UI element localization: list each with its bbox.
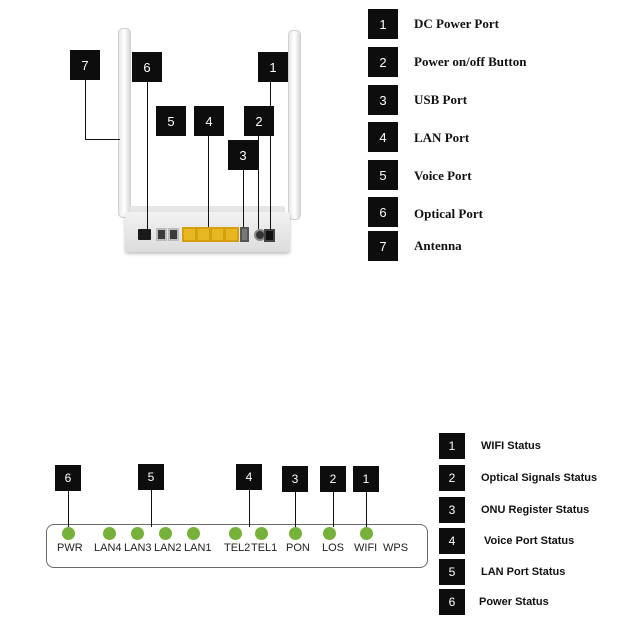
callout-box: 1 bbox=[258, 52, 288, 82]
callout-box: 6 bbox=[55, 465, 81, 491]
leader-line bbox=[68, 491, 69, 527]
legend-label: Voice Port bbox=[414, 168, 472, 183]
led-lan4 bbox=[103, 527, 116, 540]
led-tel2 bbox=[229, 527, 242, 540]
led-label-wifi: WIFI bbox=[354, 542, 378, 554]
legend-number: 6 bbox=[439, 589, 465, 615]
callout-box: 2 bbox=[320, 466, 346, 492]
legend-number: 3 bbox=[368, 85, 398, 115]
lan-port-4 bbox=[224, 227, 239, 242]
voice-port-2 bbox=[168, 228, 179, 241]
led-pon bbox=[289, 527, 302, 540]
led-label-lan4: LAN4 bbox=[94, 542, 122, 554]
leader-line bbox=[147, 82, 148, 230]
lan-port-3 bbox=[210, 227, 225, 242]
legend-label: Power Status bbox=[479, 596, 549, 608]
led-label-tel2: TEL2 bbox=[224, 542, 251, 554]
leader-line bbox=[270, 82, 271, 230]
legend-number: 1 bbox=[368, 9, 398, 39]
led-lan3 bbox=[131, 527, 144, 540]
legend-label: USB Port bbox=[414, 92, 468, 107]
legend-number: 7 bbox=[368, 231, 398, 261]
legend-number: 2 bbox=[368, 47, 398, 77]
callout-box: 1 bbox=[353, 466, 379, 492]
leader-line bbox=[258, 136, 259, 229]
led-tel1 bbox=[255, 527, 268, 540]
callout-box: 5 bbox=[156, 106, 186, 136]
leader-line bbox=[208, 136, 209, 227]
led-pwr bbox=[62, 527, 75, 540]
callout-box: 3 bbox=[282, 466, 308, 492]
usb-port bbox=[240, 227, 249, 242]
legend-label: WIFI Status bbox=[481, 440, 541, 452]
led-label-pon: PON bbox=[286, 542, 310, 554]
legend-label: LAN Port Status bbox=[481, 566, 566, 578]
led-wifi-wps bbox=[360, 527, 373, 540]
leader-line bbox=[366, 492, 367, 527]
legend-label: LAN Port bbox=[414, 130, 470, 145]
legend-label: Voice Port Status bbox=[484, 535, 575, 547]
legend-number: 5 bbox=[368, 160, 398, 190]
leader-line bbox=[333, 492, 334, 527]
led-label-lan3: LAN3 bbox=[124, 542, 152, 554]
callout-box: 4 bbox=[194, 106, 224, 136]
legend-number: 3 bbox=[439, 497, 465, 523]
legend-number: 5 bbox=[439, 559, 465, 585]
legend-label: Optical Signals Status bbox=[481, 472, 598, 484]
voice-port-1 bbox=[156, 228, 167, 241]
dc-power-port bbox=[264, 229, 275, 242]
led-label-lan1: LAN1 bbox=[184, 542, 212, 554]
callout-box: 4 bbox=[236, 464, 262, 490]
leader-line bbox=[85, 139, 120, 140]
led-label-lan2: LAN2 bbox=[154, 542, 182, 554]
callout-box: 5 bbox=[138, 464, 164, 490]
leader-line bbox=[295, 492, 296, 527]
led-label-pwr: PWR bbox=[57, 542, 83, 554]
right-antenna bbox=[288, 30, 301, 220]
optical-port bbox=[138, 229, 151, 240]
lan-port-2 bbox=[196, 227, 211, 242]
legend-label: Optical Port bbox=[414, 206, 483, 221]
leader-line bbox=[243, 170, 244, 227]
left-antenna bbox=[118, 28, 131, 218]
callout-box: 3 bbox=[228, 140, 258, 170]
led-lan1 bbox=[187, 527, 200, 540]
legend-number: 2 bbox=[439, 465, 465, 491]
legend-number: 6 bbox=[368, 197, 398, 227]
legend-label: Antenna bbox=[414, 238, 462, 253]
lan-port-1 bbox=[182, 227, 197, 242]
legend-label: ONU Register Status bbox=[481, 504, 590, 516]
legend-number: 4 bbox=[439, 528, 465, 554]
led-label-wps: WPS bbox=[383, 542, 409, 554]
led-los bbox=[323, 527, 336, 540]
router-top-surface bbox=[130, 206, 285, 216]
leader-line bbox=[85, 80, 86, 140]
led-lan2 bbox=[159, 527, 172, 540]
callout-box: 7 bbox=[70, 50, 100, 80]
led-label-los: LOS bbox=[322, 542, 345, 554]
legend-number: 4 bbox=[368, 122, 398, 152]
legend-number: 1 bbox=[439, 433, 465, 459]
callout-box: 2 bbox=[244, 106, 274, 136]
leader-line bbox=[249, 490, 250, 527]
led-label-tel1: TEL1 bbox=[251, 542, 278, 554]
led-panel bbox=[46, 524, 428, 568]
legend-label: Power on/off Button bbox=[414, 54, 527, 69]
callout-box: 6 bbox=[132, 52, 162, 82]
leader-line bbox=[151, 490, 152, 527]
legend-label: DC Power Port bbox=[414, 16, 499, 31]
